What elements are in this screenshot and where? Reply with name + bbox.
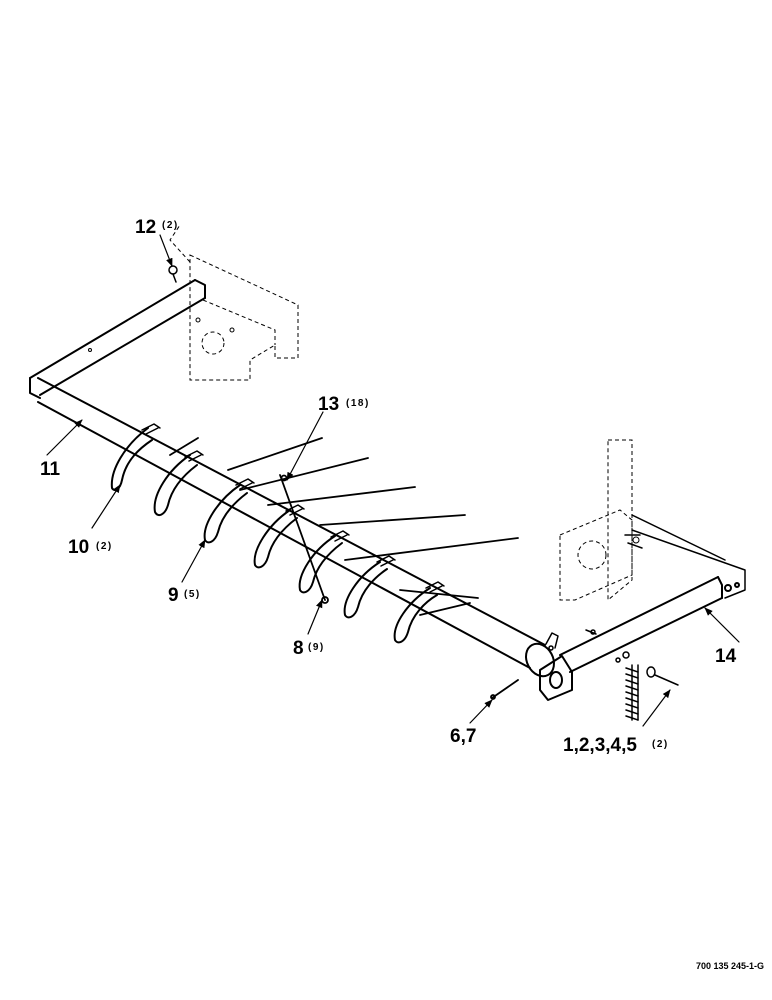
callout-13-number: 13 — [318, 394, 339, 415]
left-mount-plate — [169, 224, 299, 381]
callout-11-number: 11 — [40, 459, 61, 480]
callout-1-5-qty: (2) — [652, 739, 669, 750]
drawing-reference-number: 700 135 245-1-G — [696, 961, 764, 971]
spring-assembly — [585, 629, 679, 721]
callout-1-5: 1,2,3,4,5 (2) — [563, 735, 669, 756]
callout-12-qty: (2) — [162, 220, 179, 231]
hook-tines — [110, 427, 438, 644]
callout-9: 9 (5) — [168, 585, 201, 606]
callout-8: 8 (9) — [293, 638, 325, 659]
callout-9-qty: (5) — [184, 589, 201, 600]
straight-tines — [169, 437, 519, 616]
callout-12-number: 12 — [135, 217, 156, 238]
callout-10-number: 10 — [68, 537, 89, 558]
callout-13: 13 (18) — [318, 394, 370, 415]
callout-12: 12 (2) — [135, 217, 179, 238]
reel-tube — [37, 377, 555, 678]
tine-clips — [141, 423, 445, 593]
callout-11: 11 — [40, 459, 61, 480]
part-12 — [168, 265, 178, 283]
rod-8 — [279, 474, 329, 604]
callout-8-qty: (9) — [308, 642, 325, 653]
callout-13-qty: (18) — [346, 398, 370, 409]
tube-end-latch — [545, 632, 559, 651]
callout-1-5-number: 1,2,3,4,5 — [563, 735, 637, 756]
callout-14-number: 14 — [715, 646, 737, 667]
callout-6-7: 6,7 — [450, 726, 476, 747]
callout-10: 10 (2) — [68, 537, 113, 558]
rear-cross-tube — [29, 279, 206, 399]
leader-arrows — [46, 234, 740, 727]
callout-8-number: 8 — [293, 638, 304, 659]
callout-14: 14 — [715, 646, 737, 667]
right-mount-plate — [559, 439, 746, 602]
right-arm — [539, 576, 740, 701]
callout-10-qty: (2) — [96, 541, 113, 552]
pin-6-7 — [490, 679, 519, 700]
callout-6-7-number: 6,7 — [450, 726, 476, 747]
callout-9-number: 9 — [168, 585, 179, 606]
